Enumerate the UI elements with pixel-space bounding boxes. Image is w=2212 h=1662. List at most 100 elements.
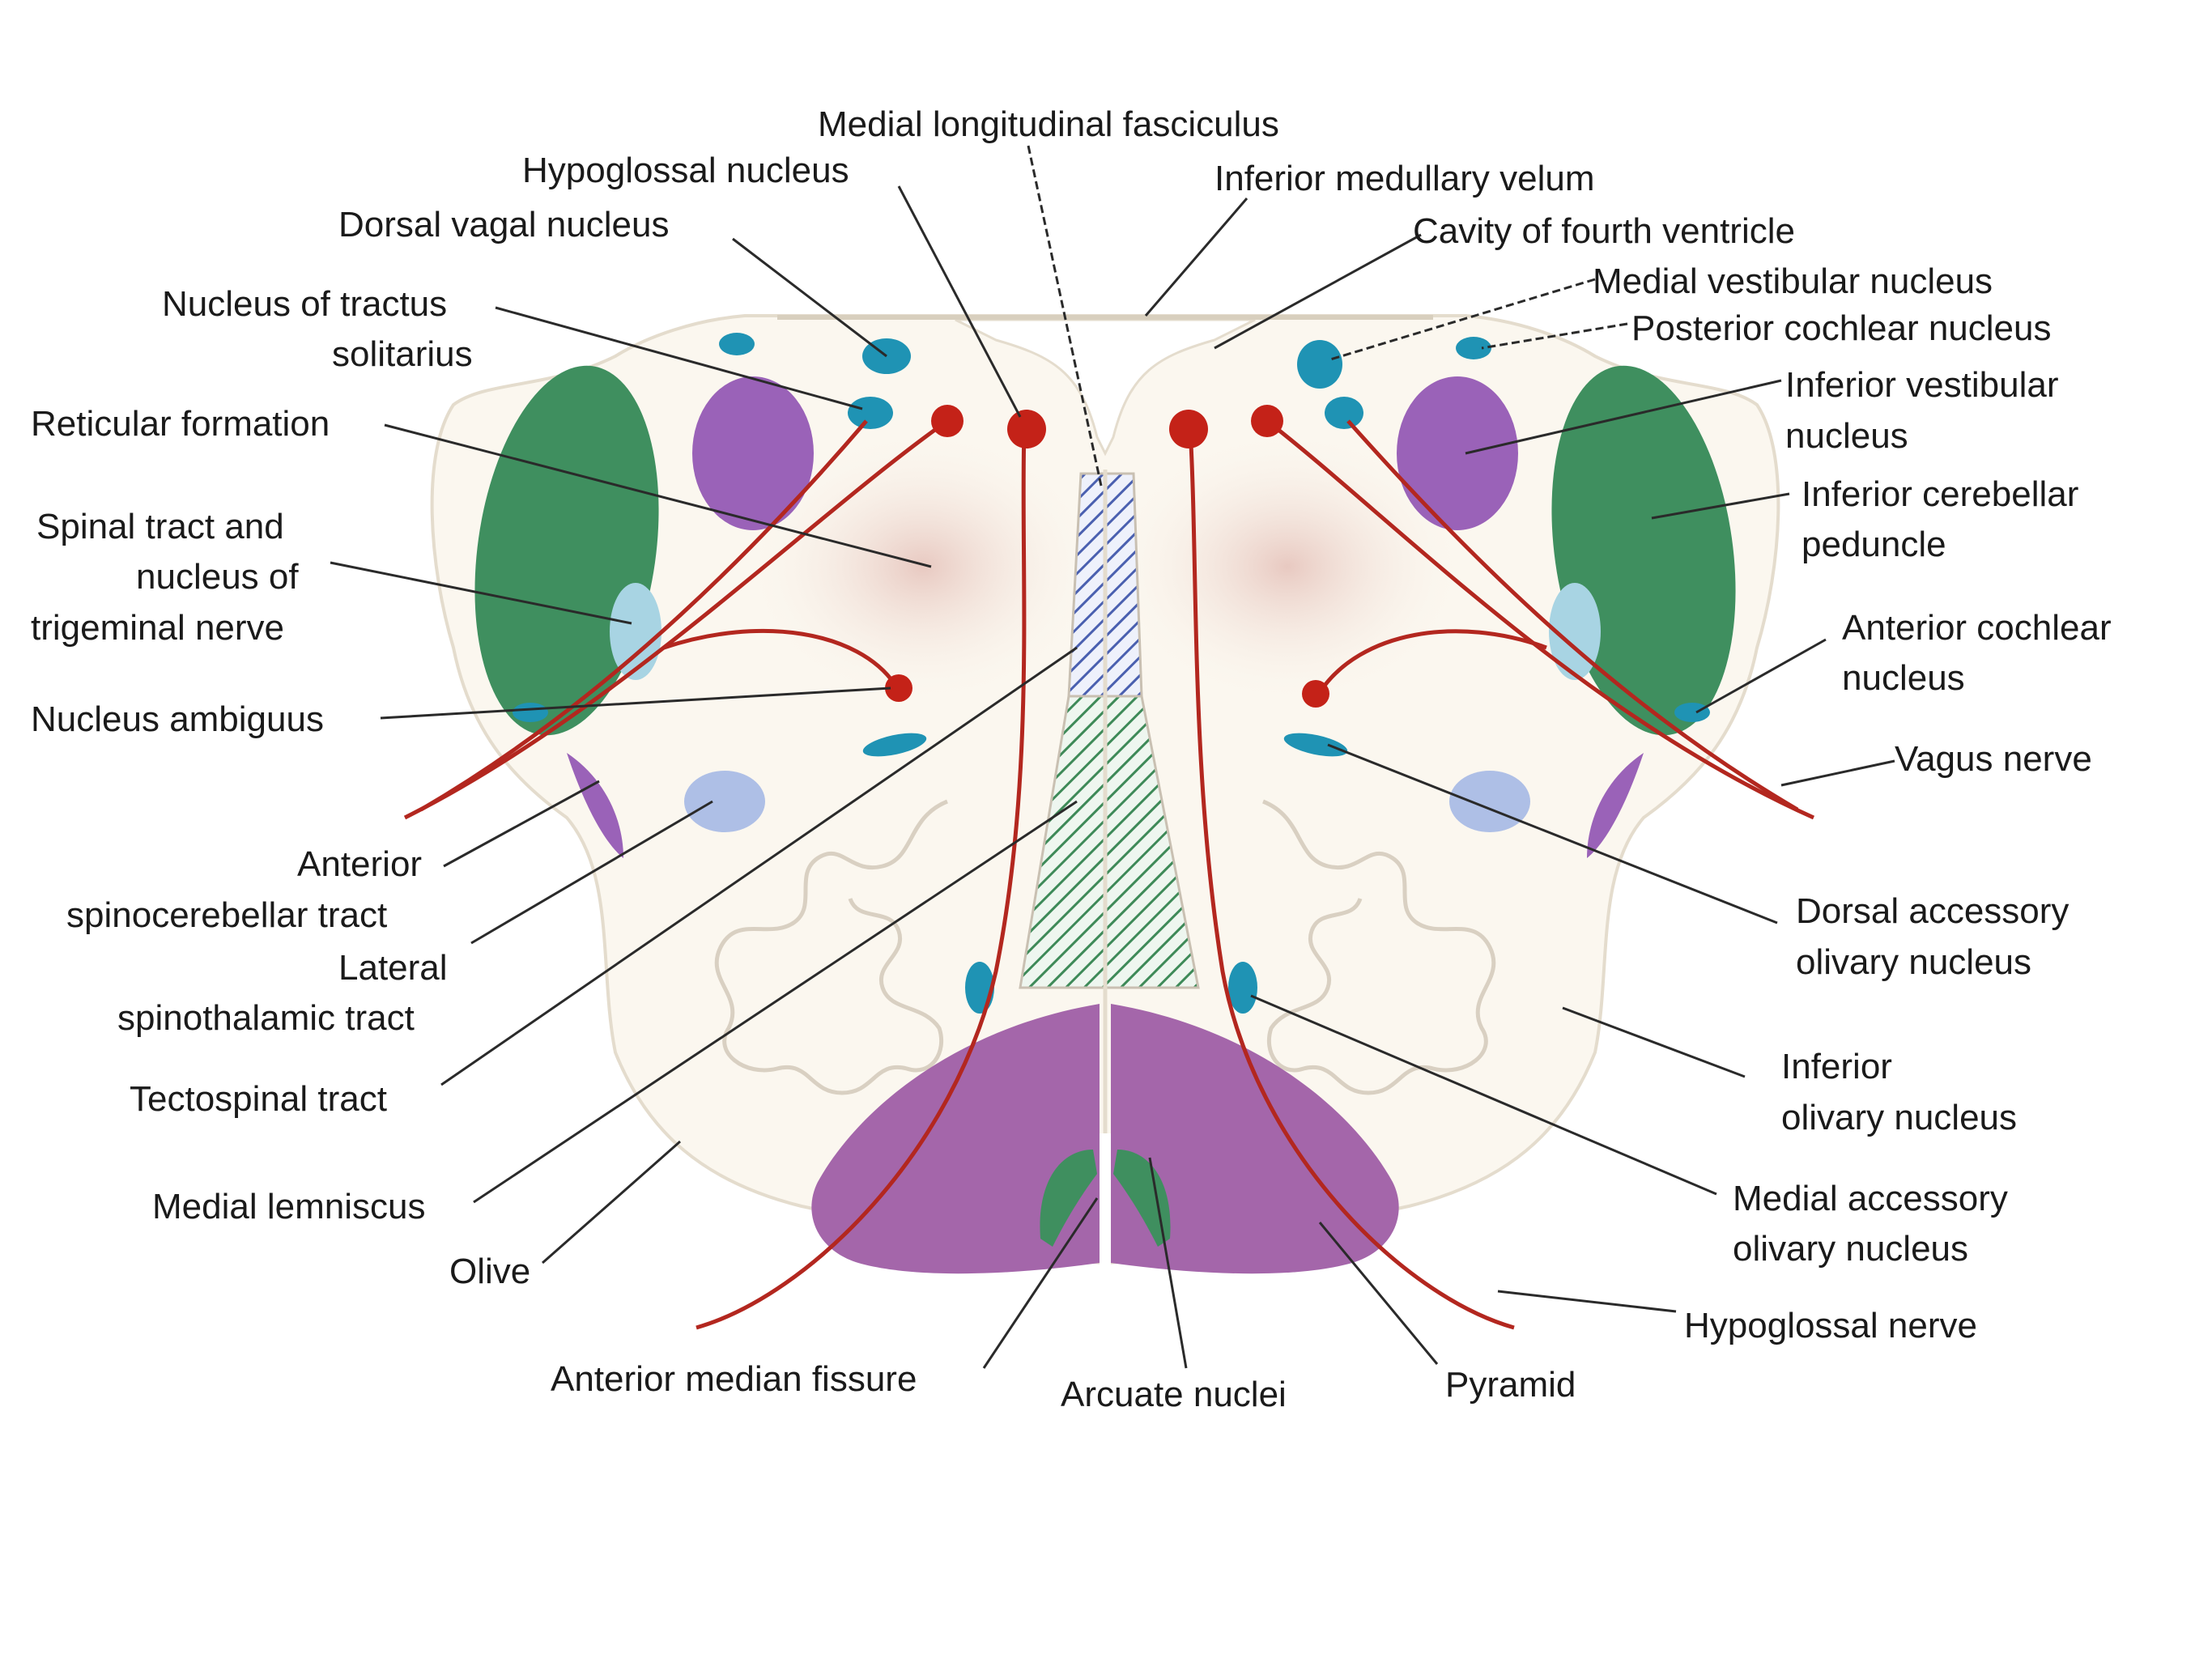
label-medial-longitudinal-fasciculus: Medial longitudinal fasciculus (818, 104, 1279, 144)
lateral-spinothalamic-right (1449, 771, 1530, 832)
label-cavity-fourth-ventricle: Cavity of fourth ventricle (1413, 211, 1795, 251)
leader-tectospinal (440, 646, 1078, 1086)
vagus-fibre-left-1 (403, 419, 949, 820)
nucleus-tractus-solitarius-left (848, 397, 893, 429)
leader-vagus (1780, 759, 1895, 787)
nucleus-ambiguus-dot-right (1302, 680, 1329, 708)
teal-left-peduncle-base (513, 703, 548, 722)
label-dorsal-accessory-2: olivary nucleus (1796, 942, 2031, 982)
label-hypoglossal-nerve: Hypoglossal nerve (1684, 1306, 1977, 1345)
hypoglossal-nerve-right (1188, 428, 1515, 1330)
label-medial-lemniscus: Medial lemniscus (152, 1187, 425, 1226)
leader-olive (542, 1140, 681, 1265)
label-hypoglossal-nucleus: Hypoglossal nucleus (522, 151, 849, 190)
label-ant-spinocerebellar-1: Anterior (297, 844, 422, 884)
medial-lemniscus (1019, 695, 1200, 989)
label-lat-spinothalamic-1: Lateral (338, 948, 448, 988)
leader-anterior-cochlear (1695, 638, 1827, 714)
label-medial-accessory-1: Medial accessory (1733, 1179, 2008, 1218)
reticular-formation-left (745, 429, 1101, 704)
lateral-spinothalamic-left (684, 771, 765, 832)
teal-right-lower (1325, 397, 1363, 429)
label-anterior-cochlear-1: Anterior cochlear (1842, 608, 2112, 648)
label-nucleus-tractus-2: solitarius (332, 334, 473, 374)
label-pyramid: Pyramid (1445, 1365, 1576, 1405)
label-medial-vestibular: Medial vestibular nucleus (1593, 261, 1993, 301)
leader-lat-spinothalamic (470, 800, 713, 945)
nerve-fibres (403, 419, 1815, 1330)
spinal-trigeminal-right (1549, 583, 1601, 680)
vagus-fibre-right-1 (1266, 419, 1815, 820)
label-medial-accessory-2: olivary nucleus (1733, 1229, 1968, 1269)
leader-hypoglossal-nerve (1497, 1290, 1677, 1313)
label-inf-vestibular-2: nucleus (1785, 416, 1908, 456)
red-nuclei (885, 405, 1329, 708)
leader-lines (330, 145, 1895, 1369)
vagus-fibre-left-3 (663, 628, 897, 686)
leader-medial-vestibular (1327, 278, 1596, 362)
leader-arcuate (1148, 1157, 1188, 1369)
label-tectospinal-tract: Tectospinal tract (130, 1079, 387, 1119)
label-inferior-olivary-1: Inferior (1781, 1047, 1892, 1086)
leader-posterior-cochlear (1481, 322, 1628, 350)
label-inferior-medullary-velum: Inferior medullary velum (1214, 159, 1595, 198)
label-lat-spinothalamic-2: spinothalamic tract (117, 998, 415, 1038)
fourth-ventricle-floor (955, 318, 1256, 457)
anterior-cochlear-nucleus-right (1674, 703, 1710, 722)
dorsal-accessory-olivary-left (862, 733, 927, 757)
arcuate-nucleus-left (1040, 1150, 1097, 1247)
leader-mlf (1027, 145, 1103, 487)
hypoglossal-nerve-left (696, 428, 1027, 1330)
label-inf-vestibular-1: Inferior vestibular (1785, 365, 2058, 405)
leader-anterior-median-fissure (982, 1197, 1099, 1369)
leader-pyramid (1318, 1222, 1439, 1365)
label-reticular-formation: Reticular formation (31, 404, 330, 444)
label-inf-cerebellar-1: Inferior cerebellar (1802, 474, 2078, 514)
label-posterior-cochlear: Posterior cochlear nucleus (1631, 308, 2051, 348)
pyramid-right (1111, 1004, 1399, 1274)
inferior-vestibular-nucleus-left (692, 376, 814, 530)
label-anterior-median-fissure: Anterior median fissure (551, 1359, 917, 1399)
dorsal-accessory-olivary-right (1283, 733, 1348, 757)
label-dorsal-vagal-nucleus: Dorsal vagal nucleus (338, 205, 669, 244)
anterior-spinocerebellar-right (1587, 753, 1644, 858)
label-anterior-cochlear-2: nucleus (1842, 658, 1965, 698)
leader-nts (495, 306, 863, 410)
leader-nucleus-ambiguus (380, 686, 891, 720)
label-spinal-trigeminal-1: Spinal tract and (36, 507, 284, 546)
vagus-fibre-right-3 (1317, 629, 1547, 694)
small-teal-left (719, 333, 755, 355)
anterior-spinocerebellar-left (567, 753, 623, 858)
pyramid-left (811, 1004, 1100, 1274)
vagus-fibre-right-2 (1346, 419, 1799, 812)
inferior-olivary-nucleus-left (714, 799, 948, 1095)
label-ant-spinocerebellar-2: spinocerebellar tract (66, 895, 387, 935)
leader-reticular (384, 423, 932, 568)
label-olive: Olive (449, 1252, 530, 1291)
label-inferior-olivary-2: olivary nucleus (1781, 1098, 2017, 1137)
reticular-formation-right (1109, 429, 1465, 704)
medial-accessory-olivary-right (1228, 962, 1257, 1014)
leader-velum (1144, 198, 1249, 317)
inferior-vestibular-nucleus-right (1397, 376, 1518, 530)
anterior-median-fissure (1100, 1133, 1111, 1271)
vagus-fibre-left-2 (419, 419, 868, 812)
label-inf-cerebellar-2: peduncle (1802, 525, 1946, 564)
leader-dorsal-accessory (1327, 743, 1778, 925)
label-spinal-trigeminal-2: nucleus of (136, 557, 299, 597)
leader-ant-spinocerebellar (443, 780, 600, 868)
leader-inf-vestibular (1465, 379, 1782, 455)
label-arcuate-nuclei: Arcuate nuclei (1061, 1375, 1287, 1414)
hypoglossal-dot-right (1169, 410, 1208, 448)
dorsal-vagal-dot-right (1251, 405, 1283, 437)
nucleus-ambiguus-dot-left (885, 674, 912, 702)
posterior-cochlear-nucleus-right (1456, 337, 1491, 359)
medial-vestibular-nucleus-right (1297, 340, 1342, 389)
hypoglossal-dot-left (1007, 410, 1046, 448)
leader-hypoglossal-nucleus (897, 185, 1022, 418)
spinal-trigeminal-left (610, 583, 661, 680)
arcuate-nucleus-right (1113, 1150, 1171, 1247)
leader-inferior-olivary (1562, 1006, 1746, 1078)
